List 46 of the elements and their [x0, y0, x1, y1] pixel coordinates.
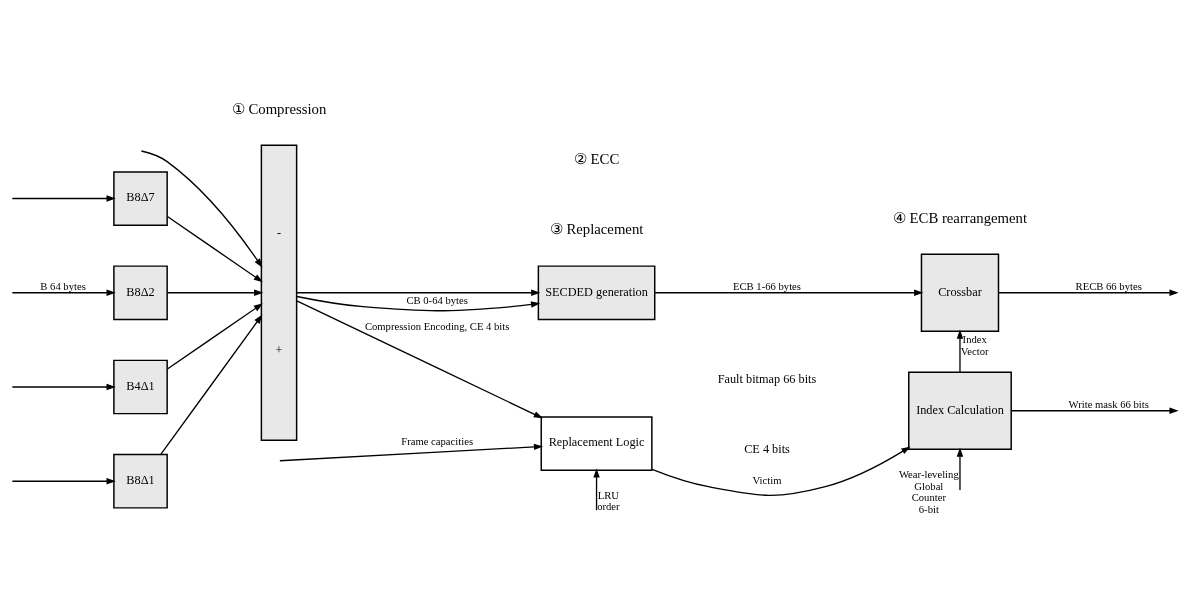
arrow: [11, 383, 116, 391]
label: ④ ECB rearrangement: [892, 209, 1028, 226]
arrow: [1010, 407, 1179, 414]
arrow: [166, 303, 263, 370]
edge-label: LRU order: [597, 489, 620, 513]
node-box: Replacement Logic: [540, 416, 653, 471]
node-box: B8Δ1: [113, 453, 168, 509]
node-box: Index Calculation: [908, 371, 1012, 450]
arrow: [296, 295, 541, 312]
edge-label: Write mask 66 bits: [1068, 398, 1149, 410]
arrow: [140, 150, 263, 268]
arrow: [166, 289, 264, 296]
node-box: B4Δ1: [113, 359, 168, 415]
arrow: [296, 300, 543, 419]
arrow: [279, 443, 544, 462]
arrow: [296, 289, 541, 296]
node-box: Crossbar: [920, 253, 1000, 332]
node-box: B8Δ7: [113, 171, 168, 226]
label: ② ECC: [573, 150, 620, 167]
edge-label: RECB 66 bytes: [1075, 280, 1142, 292]
arrow: [956, 329, 964, 373]
edge-label: ECB 1-66 bytes: [733, 280, 801, 292]
edge-label: CB 0-64 bytes: [406, 294, 468, 306]
edge-label: Frame capacities: [401, 435, 474, 447]
node-box: B8Δ2: [113, 265, 168, 321]
edge-label: Victim: [752, 475, 782, 487]
edge-label: B 64 bytes: [40, 280, 86, 292]
node-box: SECDED generation: [537, 265, 656, 321]
edge-label: Index Vector: [960, 334, 989, 357]
label: CE 4 bits: [744, 441, 790, 456]
edge-label: Wear-leveling Global Counter 6-bit: [898, 469, 959, 515]
arrow: [11, 289, 116, 296]
arrow: [166, 215, 263, 283]
label: ③ Replacement: [549, 221, 644, 238]
arrow: [651, 446, 911, 496]
arrow: [593, 468, 600, 511]
arrow: [998, 289, 1179, 296]
arrow: [654, 289, 924, 296]
arrow: [11, 195, 116, 202]
arrow: [11, 478, 116, 485]
arrow: [160, 314, 263, 455]
label: ① Compression: [231, 100, 327, 117]
label: Fault bitmap 66 bits: [717, 371, 817, 386]
edge-label: Compression Encoding, CE 4 bits: [364, 320, 510, 332]
arrow: [956, 447, 964, 491]
node-box: - +: [260, 144, 298, 441]
